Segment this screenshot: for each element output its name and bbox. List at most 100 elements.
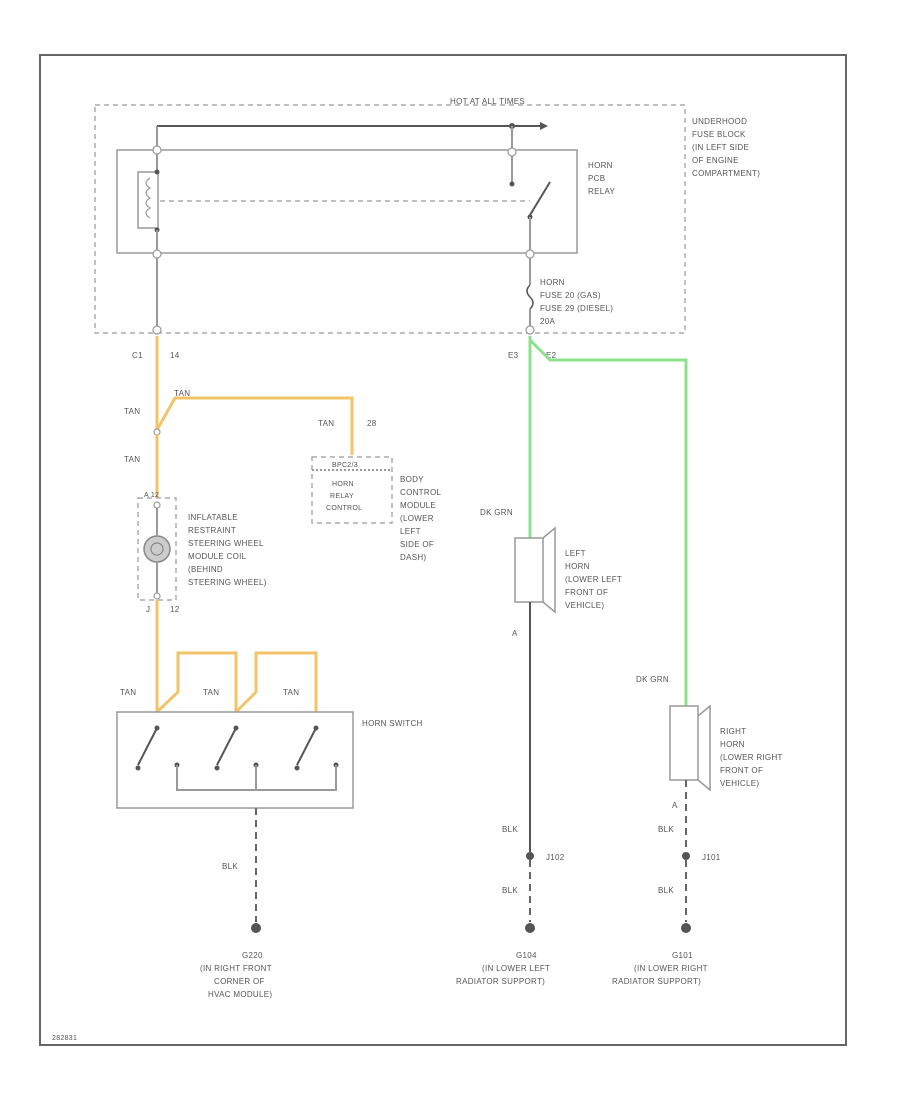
blk-label-right-2: BLK (658, 886, 674, 895)
splice-j102 (526, 852, 534, 860)
blk-label-left-2: BLK (502, 886, 518, 895)
svg-text:MODULE: MODULE (400, 501, 436, 510)
relay-switch-contact (529, 181, 551, 216)
steering-coil-box (137, 497, 177, 601)
ground-g220-label: G220 (IN RIGHT FRONT CORNER OF HVAC MODU… (200, 951, 272, 999)
left-horn-label: LEFT HORN (LOWER LEFT FRONT OF VEHICLE) (565, 549, 622, 610)
blk-label-switch: BLK (222, 862, 238, 871)
tan-label-7: TAN (283, 688, 299, 697)
clockspring-coil (143, 535, 171, 563)
svg-text:INFLATABLE: INFLATABLE (188, 513, 238, 522)
svg-text:UNDERHOOD: UNDERHOOD (692, 117, 747, 126)
svg-text:HORN: HORN (565, 562, 590, 571)
svg-text:BODY: BODY (400, 475, 424, 484)
horn-fuse-label: HORN FUSE 20 (GAS) FUSE 29 (DIESEL) 20A (540, 278, 613, 326)
coil-connector-label: A 12 (144, 492, 159, 499)
svg-text:G220: G220 (242, 951, 263, 960)
svg-text:VEHICLE): VEHICLE) (720, 779, 759, 788)
horn-relay-label: HORN PCB RELAY (588, 161, 616, 196)
footer-code: 282831 (52, 1035, 77, 1042)
svg-text:G104: G104 (516, 951, 537, 960)
svg-text:(IN LOWER RIGHT: (IN LOWER RIGHT (634, 964, 708, 973)
svg-text:RELAY: RELAY (330, 493, 354, 500)
svg-text:FUSE 29 (DIESEL): FUSE 29 (DIESEL) (540, 304, 613, 313)
tan-wire-to-bcm (155, 396, 354, 455)
svg-text:FUSE BLOCK: FUSE BLOCK (692, 130, 746, 139)
svg-text:RADIATOR SUPPORT): RADIATOR SUPPORT) (612, 977, 701, 986)
svg-text:MODULE COIL: MODULE COIL (188, 552, 247, 561)
ground-g104-label: G104 (IN LOWER LEFT RADIATOR SUPPORT) (456, 951, 550, 986)
blk-label-left-1: BLK (502, 825, 518, 834)
c1-connector-label: C1 (132, 351, 143, 360)
left-horn (514, 537, 544, 603)
svg-text:(IN LOWER LEFT: (IN LOWER LEFT (482, 964, 550, 973)
svg-text:HORN: HORN (588, 161, 613, 170)
tan-label-5: TAN (120, 688, 136, 697)
svg-text:20A: 20A (540, 317, 555, 326)
svg-text:RIGHT: RIGHT (720, 727, 746, 736)
svg-text:LEFT: LEFT (400, 527, 421, 536)
bus-arrow (540, 122, 548, 130)
svg-text:RELAY: RELAY (588, 187, 616, 196)
splice-j101-label: J101 (702, 853, 721, 862)
horn-switch-label: HORN SWITCH (362, 719, 423, 728)
ground-g104-symbol (525, 923, 535, 933)
right-horn-pin: A (672, 801, 678, 810)
svg-text:SIDE OF: SIDE OF (400, 540, 434, 549)
svg-text:(IN RIGHT FRONT: (IN RIGHT FRONT (200, 964, 272, 973)
svg-text:HORN: HORN (540, 278, 565, 287)
svg-text:OF ENGINE: OF ENGINE (692, 156, 739, 165)
green-wire-right-horn (528, 338, 688, 706)
left-horn-wire-label: DK GRN (480, 508, 513, 517)
relay-coil (137, 171, 159, 229)
splice-j101 (682, 852, 690, 860)
tan-label-4-pin: 28 (367, 419, 377, 428)
c1-pin-label: 14 (170, 351, 180, 360)
horn-switch-contacts (135, 725, 339, 791)
coil-bottom-j: J (146, 605, 150, 614)
ground-g220-symbol (251, 923, 261, 933)
splice-j102-label: J102 (546, 853, 565, 862)
svg-text:CORNER OF: CORNER OF (214, 977, 265, 986)
svg-text:(IN LEFT SIDE: (IN LEFT SIDE (692, 143, 749, 152)
e2-pin-label: E2 (546, 351, 557, 360)
svg-text:HORN: HORN (332, 481, 354, 488)
e3-connector-label: E3 (508, 351, 519, 360)
diagram-frame (39, 54, 847, 1046)
svg-text:(LOWER RIGHT: (LOWER RIGHT (720, 753, 783, 762)
tan-label-3: TAN (124, 455, 140, 464)
svg-text:DASH): DASH) (400, 553, 426, 562)
svg-text:PCB: PCB (588, 174, 605, 183)
ground-g101-symbol (681, 923, 691, 933)
tan-wire-switch-loop-1 (155, 651, 238, 714)
tan-wire-switch-loop-2 (234, 651, 318, 714)
svg-text:RADIATOR SUPPORT): RADIATOR SUPPORT) (456, 977, 545, 986)
underhood-fuse-block-label: UNDERHOOD FUSE BLOCK (IN LEFT SIDE OF EN… (692, 117, 760, 178)
bcm-label: BODY CONTROL MODULE (LOWER LEFT SIDE OF … (400, 475, 441, 562)
ground-g101-label: G101 (IN LOWER RIGHT RADIATOR SUPPORT) (612, 951, 708, 986)
right-horn (669, 705, 699, 781)
svg-text:HORN: HORN (720, 740, 745, 749)
tan-label-1: TAN (124, 407, 140, 416)
svg-text:VEHICLE): VEHICLE) (565, 601, 604, 610)
tan-label-6: TAN (203, 688, 219, 697)
blk-label-right-1: BLK (658, 825, 674, 834)
svg-text:(BEHIND: (BEHIND (188, 565, 223, 574)
svg-text:STEERING WHEEL: STEERING WHEEL (188, 539, 264, 548)
svg-text:HVAC MODULE): HVAC MODULE) (208, 990, 272, 999)
left-horn-pin: A (512, 629, 518, 638)
svg-text:(LOWER: (LOWER (400, 514, 434, 523)
svg-text:CONTROL: CONTROL (400, 488, 441, 497)
horn-fuse (526, 284, 534, 310)
svg-text:FRONT OF: FRONT OF (565, 588, 608, 597)
coil-bottom-pin: 12 (170, 605, 180, 614)
svg-text:FRONT OF: FRONT OF (720, 766, 763, 775)
svg-text:CONTROL: CONTROL (326, 505, 362, 512)
bcm-inner-label: HORN RELAY CONTROL (326, 481, 362, 512)
right-horn-label: RIGHT HORN (LOWER RIGHT FRONT OF VEHICLE… (720, 727, 783, 788)
svg-text:G101: G101 (672, 951, 693, 960)
horn-switch-box (116, 711, 354, 809)
body-control-module-box (311, 456, 393, 524)
bcm-connector-label: BPC2/3 (332, 462, 358, 469)
